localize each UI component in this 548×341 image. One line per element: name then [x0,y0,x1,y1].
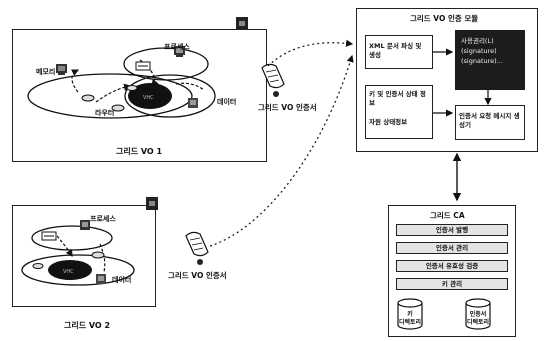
svg-text:VHC: VHC [143,95,154,101]
router-icon [32,251,105,269]
grid-ca-title: 그리드 CA [430,211,465,220]
svg-text:VHC: VHC [63,269,74,275]
cert-request-generator-box: 인증서 요청 메시지 생성기 [455,105,525,140]
xml-parser-box: XML 문서 파싱 및 생성 [365,35,433,69]
certificate-label-2: 그리드 VO 인증서 [168,271,227,280]
corner-badge-icon [146,197,158,210]
cert-directory-label: 인증서 디렉토리 [464,311,492,327]
vo2-ring-bottom [21,254,135,286]
certificate-scroll-icon [185,231,209,265]
key-directory-cylinder [397,298,423,330]
router-icon [81,85,138,112]
vo1-core [128,83,172,109]
vo2-process-label: 프로세스 [90,215,116,223]
computer-icon [96,274,106,284]
key-directory-line1: 키 [407,311,413,318]
computer-icon [80,220,90,230]
key-cert-state-box: 키 및 인증서 상태 정보 자원 상태정보 [365,85,433,139]
key-directory-label: 키 디렉토리 [396,311,424,327]
certificate-scroll-icon [261,63,285,97]
license-line-1: 사용권리(L) [461,37,494,45]
vo1-memory-label: 메모리 [36,68,56,76]
license-signature-box: 사용권리(L) (signature) (signature)... [455,30,525,90]
vo1-ring-right [124,74,216,118]
computer-icon [56,64,67,75]
computer-icon [174,46,185,57]
ca-row-manage: 인증서 관리 [396,242,508,254]
vo1-router-label: 라우터 [95,109,115,117]
ca-row-validate: 인증서 유효성 검증 [396,260,508,272]
server-icon [41,231,57,241]
ca-row-key-manage: 키 관리 [396,278,508,290]
vo2-caption: 그리드 VO 2 [64,321,111,330]
vo1-caption: 그리드 VO 1 [116,147,163,156]
auth-module-title: 그리드 VO 인증 모듈 [410,14,479,23]
server-icon [135,61,151,71]
license-line-2: (signature) [461,47,497,55]
computer-icon [188,98,198,108]
license-line-3: (signature)... [461,57,503,65]
cert-directory-line2: 디렉토리 [466,319,490,326]
key-cert-state-text: 키 및 인증서 상태 정보 [369,90,426,107]
vo2-data-label: 데이터 [112,276,132,284]
certificate-label-1: 그리드 VO 인증서 [258,103,317,112]
vo1-ring-left [27,73,193,119]
certificate-directory-cylinder [465,298,491,330]
resource-state-text: 자원 상태정보 [369,118,408,126]
vo2-core [48,260,92,280]
cert-directory-line1: 인증서 [469,311,487,318]
corner-badge-icon [236,17,248,30]
ca-row-issue: 인증서 발행 [396,224,508,236]
vo1-data-label: 데이터 [217,98,237,106]
vo1-process-label: 프로세스 [164,43,190,51]
key-directory-line2: 디렉토리 [398,319,422,326]
